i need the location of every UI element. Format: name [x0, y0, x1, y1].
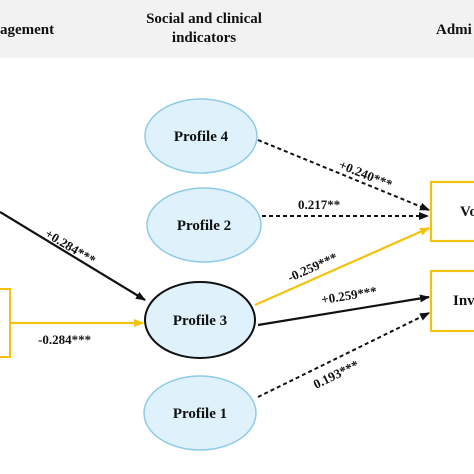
edge-profile4-to-vo	[257, 139, 430, 211]
edge-profile1-to-inv	[257, 312, 430, 398]
outcome-box-vo: Vo	[429, 180, 474, 243]
label-box-to-profile3: -0.284***	[38, 332, 91, 347]
edge-profile3-to-inv	[257, 294, 430, 327]
label-profile3-to-inv: +0.259***	[320, 283, 378, 307]
outcome-box-vo-label: Vo	[460, 204, 474, 220]
node-profile1: Profile 1	[143, 375, 257, 451]
node-profile3-label: Profile 3	[173, 313, 227, 329]
label-profile4-to-vo: +0.240***	[337, 157, 395, 192]
node-profile4-label: Profile 4	[174, 129, 229, 145]
left-input-box	[0, 288, 11, 358]
label-left-to-profile3: +0.284***	[42, 226, 98, 268]
header-left: agement	[0, 22, 54, 38]
node-profile3: Profile 3	[144, 281, 256, 359]
outcome-box-inv: Inv	[429, 269, 474, 333]
header-right: Admi	[436, 22, 472, 38]
node-profile1-label: Profile 1	[173, 406, 227, 422]
edge-left-to-profile3	[0, 211, 146, 301]
header-middle-line1: Social and clinical	[146, 11, 262, 27]
node-profile2-label: Profile 2	[177, 218, 231, 234]
outcome-box-inv-label: Inv	[453, 293, 474, 309]
label-profile1-to-inv: 0.193***	[311, 357, 361, 392]
edge-profile3-to-vo	[254, 226, 430, 307]
node-profile4: Profile 4	[144, 98, 258, 174]
header-middle-line2: indicators	[172, 30, 236, 46]
label-profile2-to-vo: 0.217**	[298, 197, 340, 212]
header-band	[0, 0, 474, 58]
node-profile2: Profile 2	[146, 187, 262, 263]
